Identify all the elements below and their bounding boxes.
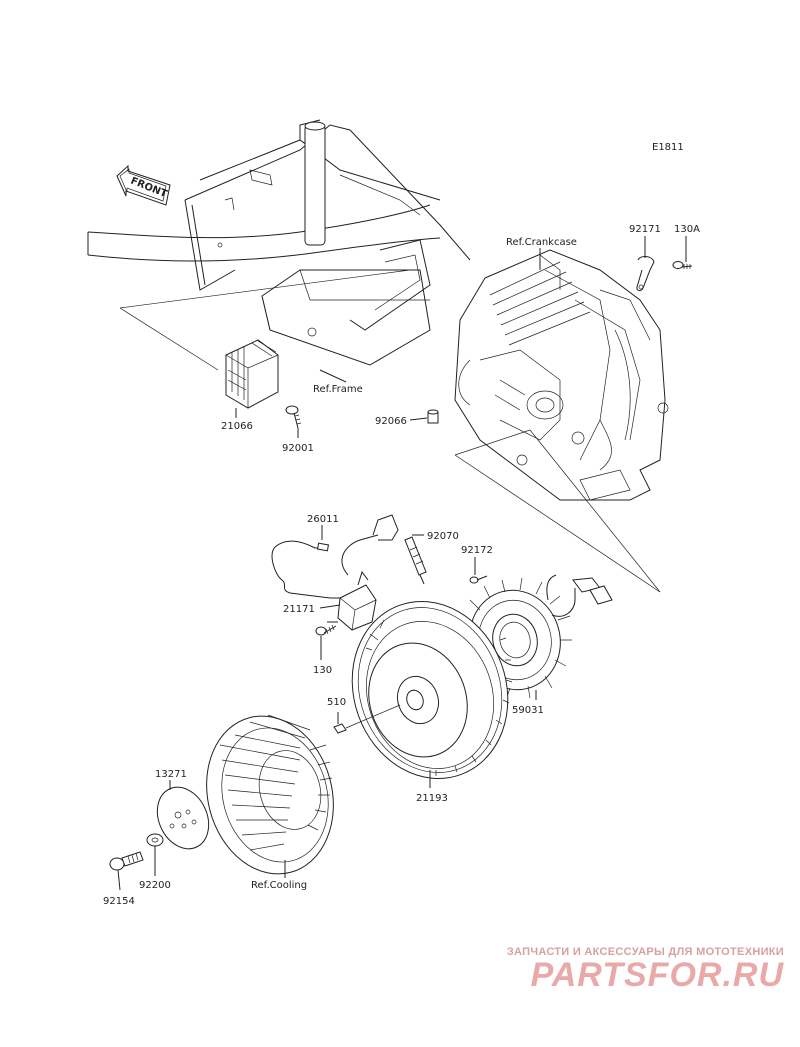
part-label: 26011 [307,514,339,525]
key-510 [333,704,401,734]
plate-13271 [156,780,210,850]
part-label: 130A [674,224,700,235]
washer-92200 [146,833,164,876]
part-label: 510 [327,697,346,708]
part-label: 92066 [375,416,407,427]
watermark-tagline: ЗАПЧАСТИ И АКСЕССУАРЫ ДЛЯ МОТОТЕХНИКИ [506,946,784,958]
ref-cooling-label: Ref.Cooling [251,880,307,891]
part-label: 21066 [221,421,253,432]
bracket-92171 [636,256,655,291]
diagram-code: E1811 [652,142,684,153]
stator-59031 [457,574,613,701]
watermark-brand: PARTSFOR.RU [530,956,784,994]
part-label: 59031 [512,705,544,716]
regulator-21066 [225,339,279,418]
part-label: 21193 [416,793,448,804]
cooling-fan [206,714,334,878]
leader-lines [319,236,687,700]
part-label: 13271 [155,769,187,780]
guide-lines [119,269,661,593]
part-label: 92070 [427,531,459,542]
front-arrow: FRONT [116,164,171,206]
bolt-130A [672,261,693,269]
ref-crankcase-label: Ref.Crankcase [506,237,577,248]
part-label: 92171 [629,224,661,235]
part-label: 92001 [282,443,314,454]
bolt-92172 [469,575,488,584]
part-label: 92154 [103,896,135,907]
frame-assembly [87,119,471,366]
part-label: 21171 [283,604,315,615]
plug-92066 [427,409,439,424]
bolt-92154 [109,851,144,891]
part-label: 92200 [139,880,171,891]
ref-frame-label: Ref.Frame [313,384,363,395]
bolt-130 [315,624,337,660]
part-label: 130 [313,665,332,676]
part-label: 92172 [461,545,493,556]
watermark: ЗАПЧАСТИ И АКСЕССУАРЫ ДЛЯ МОТОТЕХНИКИ PA… [507,946,784,995]
flywheel-21193 [351,601,513,788]
spark-plug-92070 [404,536,427,585]
bolt-92001 [285,405,302,438]
crankcase-assembly [454,249,669,501]
ignition-coil-21171 [271,514,399,631]
